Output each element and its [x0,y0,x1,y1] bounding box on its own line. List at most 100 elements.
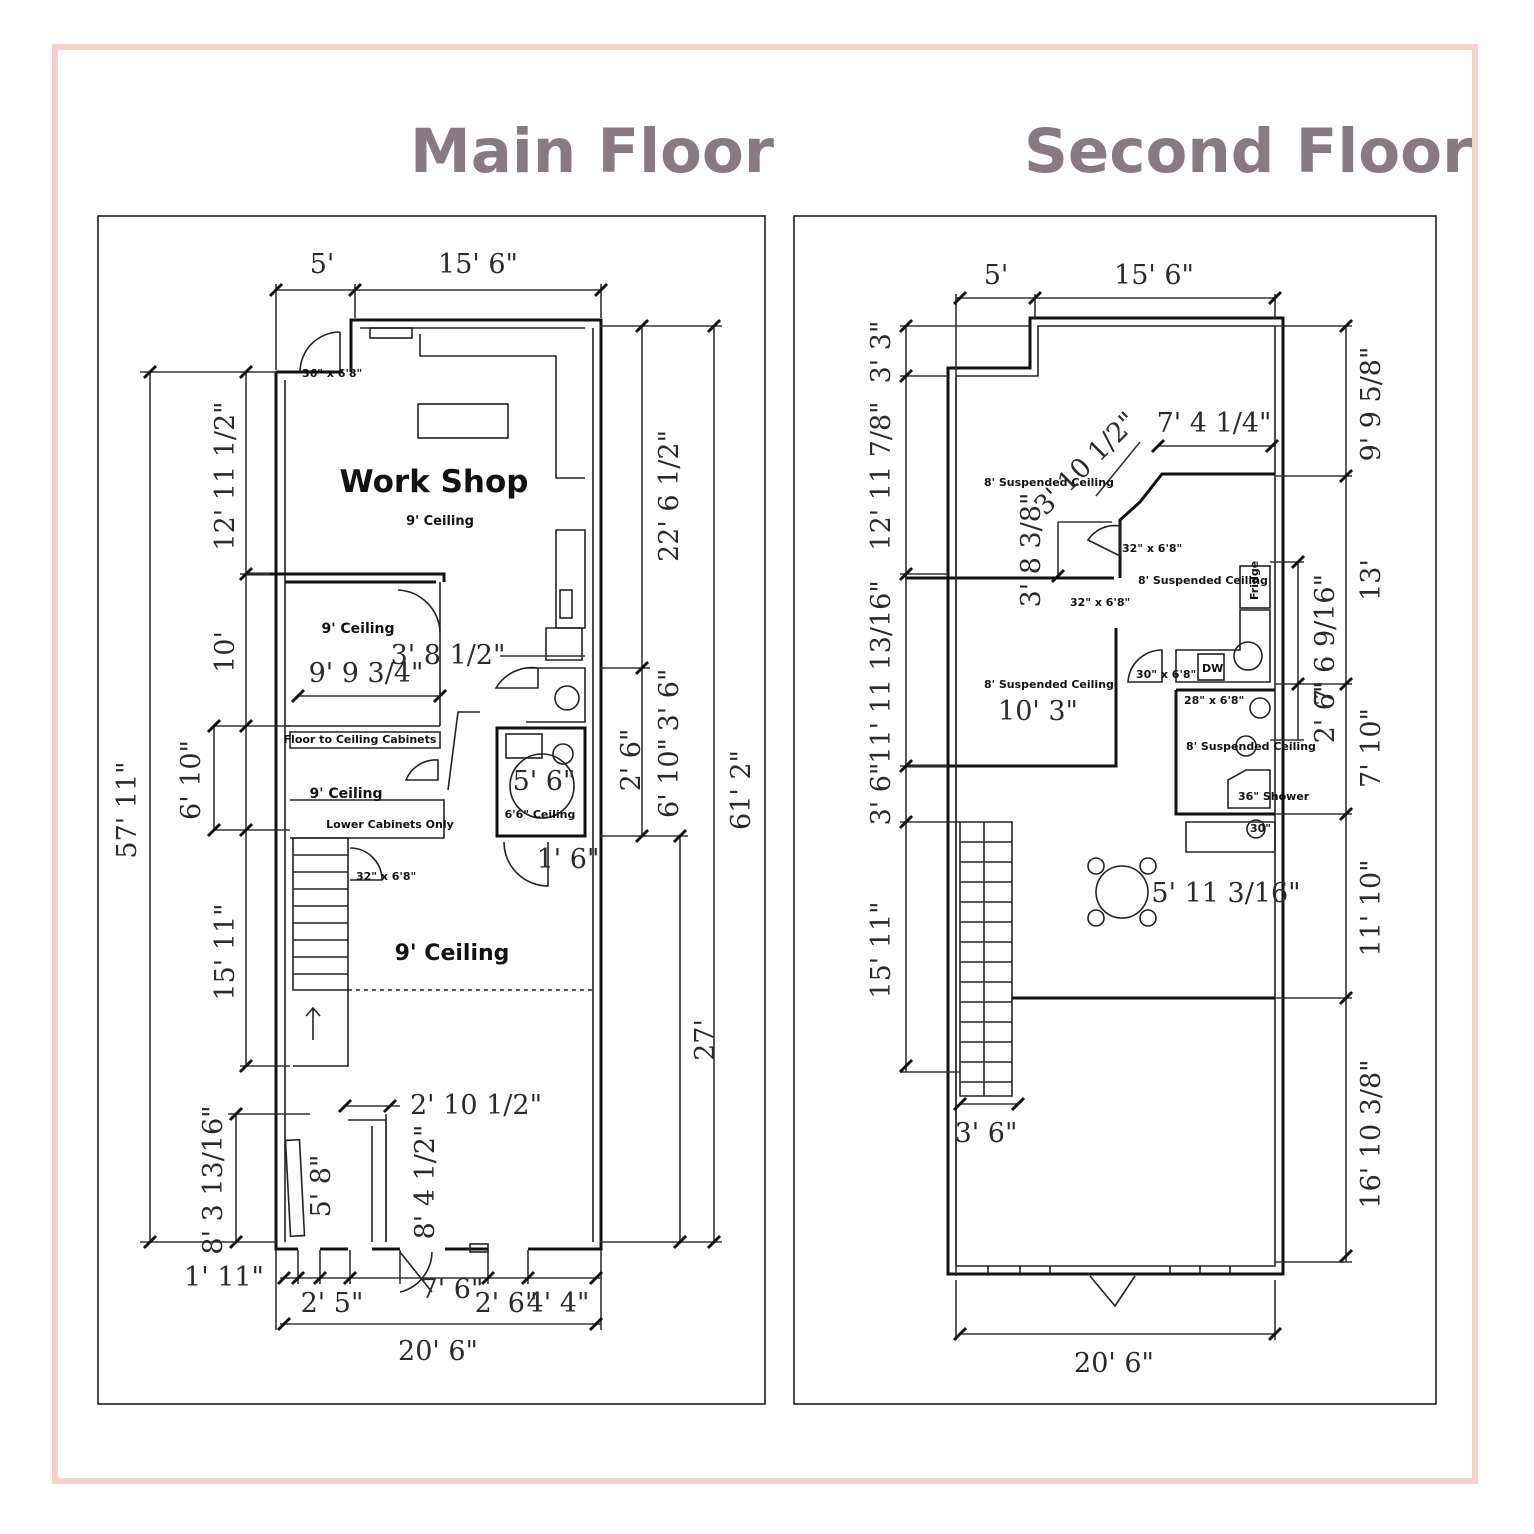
dim2-right-9-9: 9' 9 5/8" [1356,347,1387,462]
dim2-10-3: 10' 3" [998,696,1078,727]
dim-left-15-11: 15' 11" [210,903,241,1000]
workbench [417,403,509,439]
main-top-window [369,327,413,339]
dim-right-3-6: 3' 6" [654,669,685,732]
bath-toilet [552,743,574,765]
dim-3-8-half: 3' 8 1/2" [391,640,506,671]
main-left-dim-lines [140,371,310,1243]
second-floor-frame [793,215,1437,1405]
dim2-7-6-9-16: 7' 6 9/16" [1310,574,1341,706]
dim-bottom-2-5: 2' 5" [301,1288,364,1319]
water-heater [554,685,580,711]
dim2-right-16-10: 16' 10 3/8" [1356,1059,1387,1208]
susp-ceiling-small-label: 8' Suspended Ceiling [1186,740,1316,753]
dim2-left-11-11: 11' 11 13/16" [866,580,897,764]
dim-8-4-half: 8' 4 1/2" [410,1125,441,1240]
second-outer-wall [946,316,1285,1276]
dim2-right-7-10: 7' 10" [1356,708,1387,788]
second-top-dim-line [955,294,1276,1276]
dim-top-5: 5' [310,249,335,280]
second-interior-dim-lines [1057,441,1304,741]
dim-left-6-10: 6' 10" [176,740,207,820]
main-interior-dim-lines [298,655,585,1242]
water-heater-closet [1185,821,1276,853]
room2-ceiling-label: 9' Ceiling [321,621,394,637]
dim-bottom-2-6: 2' 6" [475,1288,538,1319]
under-stair-door [349,847,383,881]
dim-left-8-3: 8' 3 13/16" [198,1105,229,1254]
dim-5-8: 5' 8" [306,1155,337,1218]
dim2-right-11-10: 11' 10" [1356,859,1387,956]
bath-ceiling-label: 6'6" Ceiling [505,808,576,821]
middle-room-wall [285,582,441,749]
main-left-dim-verticals [213,372,247,1242]
main-floor-heading: Main Floor [410,116,774,187]
dim2-top-15-6: 15' 6" [1114,260,1194,291]
dim-right-2-6: 2' 6" [616,729,647,792]
main-floor-frame [97,215,766,1405]
workshop-ceiling-label: 9' Ceiling [406,514,474,529]
main-bottom-dim-lines [275,1250,602,1330]
second-bath-toilet [1235,735,1257,757]
second-bottom-dim-lines [955,1103,1276,1340]
entry-closet [348,1119,387,1242]
water-heater-label: 30" [1250,822,1271,835]
dim2-left-15-11: 15' 11" [866,901,897,998]
susp-ceiling-1-label: 8' Suspended Ceiling [984,476,1114,489]
workshop-label: Work Shop [340,464,529,500]
second-left-dim-lines [900,325,1030,1073]
susp-ceiling-2-label: 8' Suspended Ceiling [1138,574,1268,587]
dim-2-10-half: 2' 10 1/2" [410,1090,542,1121]
dim2-right-13: 13' [1356,559,1387,601]
second-right-dim-lines [1275,325,1352,1263]
dim2-5-11: 5' 11 3/16" [1151,878,1300,909]
dim-right-6-10: 6' 10" [654,738,685,818]
dim2-left-3-6: 3' 6" [866,763,897,826]
range-icon [1233,641,1263,671]
door-a-size: 32" x 6'8" [1122,542,1182,555]
dim-right-22-6: 22' 6 1/2" [654,430,685,562]
second-stair-outline [959,821,1013,1097]
main-entry-door-swing [299,331,341,373]
hall-partition [447,711,480,791]
workshop-sink [559,589,573,619]
dim2-bottom-20-6: 20' 6" [1074,1348,1154,1379]
cabinets-top-label: Floor to Ceiling Cabinets [284,733,437,746]
main-outer-wall [274,318,603,1251]
dishwasher-label: DW [1202,662,1223,675]
main-right-dim-lines [600,325,722,1243]
open-area-ceiling-label: 9' Ceiling [395,941,510,966]
dim-bottom-1-11: 1' 11" [184,1262,264,1293]
bath-sink [505,733,543,759]
dishwasher-box [1197,653,1225,681]
dim2-3-8-3-8: 3' 8 3/8" [1016,493,1047,608]
lower-cabinets [290,799,445,839]
dim-1-6: 1' 6" [537,844,600,875]
bedroom-door [1086,524,1121,558]
dim-9-9-3-4: 9' 9 3/4" [309,658,424,689]
laundry-closet [494,666,586,723]
main-floor-plan: Work Shop 9' Ceiling 9' Ceiling Floor to… [97,215,766,1405]
workshop-south-wall [246,572,446,584]
dim-left-57-11: 57' 11" [112,761,143,858]
dim2-left-3-3: 3' 3" [866,321,897,384]
door-d-size: 28" x 6'8" [1184,694,1244,707]
second-bottom-door [1089,1275,1136,1308]
dim-bottom-20-6: 20' 6" [398,1336,478,1367]
second-floor-heading: Second Floor [1024,116,1473,187]
dim2-right-2-6: 2' 6" [1310,681,1341,744]
dim-left-10: 10' [210,631,241,673]
fridge-label: Fridge [1248,561,1261,600]
fridge-box [1239,565,1271,609]
middle-room-door [397,589,441,633]
dim-5-6: 5' 6" [513,766,576,797]
shower-label: 36" Shower [1238,790,1310,803]
main-stair-treads [293,854,348,975]
workshop-cabinet [555,529,586,629]
water-heater-icon [1246,819,1266,839]
second-bath-wall [1174,688,1275,816]
bath-door [503,841,549,887]
shower-stall [1227,769,1271,809]
closet-ceiling-label: 9' Ceiling [309,786,382,802]
page-border [52,44,1478,1484]
